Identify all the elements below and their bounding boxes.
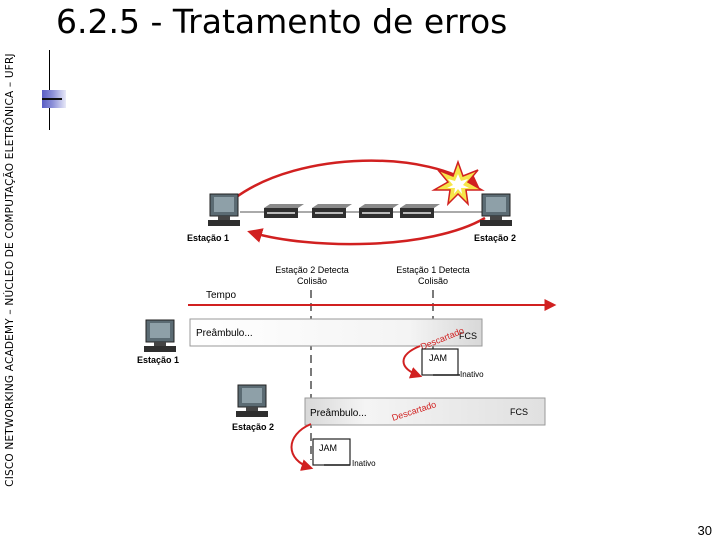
sidebar-footer: CISCO NETWORKING ACADEMY – NÚCLEO DE COM… <box>0 0 20 540</box>
frame2-fcs: FCS <box>510 407 528 417</box>
page-title: 6.2.5 - Tratamento de erros <box>56 2 508 41</box>
detect1-line1: Estação 1 Detecta <box>396 265 470 275</box>
jam2-label: JAM <box>319 443 337 453</box>
hub-icon <box>400 204 440 218</box>
jam2-box <box>312 438 351 466</box>
time-label: Tempo <box>206 290 236 301</box>
frame1-preamble: Preâmbulo... <box>196 328 253 339</box>
detect2-line2: Colisão <box>297 276 327 286</box>
detect1-line2: Colisão <box>418 276 448 286</box>
frame1 <box>189 318 483 347</box>
page-number: 30 <box>697 523 712 538</box>
jam1-label: JAM <box>429 353 447 363</box>
station1-top-label: Estação 1 <box>187 233 229 243</box>
computer-icon <box>480 193 512 226</box>
sidebar-text: CISCO NETWORKING ACADEMY – NÚCLEO DE COM… <box>4 53 16 487</box>
frame2 <box>304 397 546 426</box>
hub-icon <box>312 204 352 218</box>
title-rule-horizontal <box>42 98 62 100</box>
hub-icon <box>264 204 304 218</box>
station1-mid-label: Estação 1 <box>137 355 179 365</box>
station2-bottom-label: Estação 2 <box>232 422 274 432</box>
frame1-fcs: FCS <box>459 331 477 341</box>
frame2-preamble: Preâmbulo... <box>310 408 367 419</box>
inactive2-label: Inativo <box>352 459 376 468</box>
collision-arrow-bottom <box>247 216 486 246</box>
collision-burst-icon <box>431 159 485 207</box>
hub-icon <box>359 204 399 218</box>
station2-top-label: Estação 2 <box>474 233 516 243</box>
computer-icon <box>236 384 268 417</box>
computer-icon <box>208 193 240 226</box>
detect2-line1: Estação 2 Detecta <box>275 265 349 275</box>
jam1-arrow <box>402 345 423 379</box>
computer-icon <box>144 319 176 352</box>
collision-diagram: Estação 1 Estação 2 Estação 2 Detecta Co… <box>130 150 560 480</box>
inactive1-label: Inativo <box>460 370 484 379</box>
collision-arrow-top <box>234 159 481 200</box>
jam2-arrow <box>290 423 314 471</box>
